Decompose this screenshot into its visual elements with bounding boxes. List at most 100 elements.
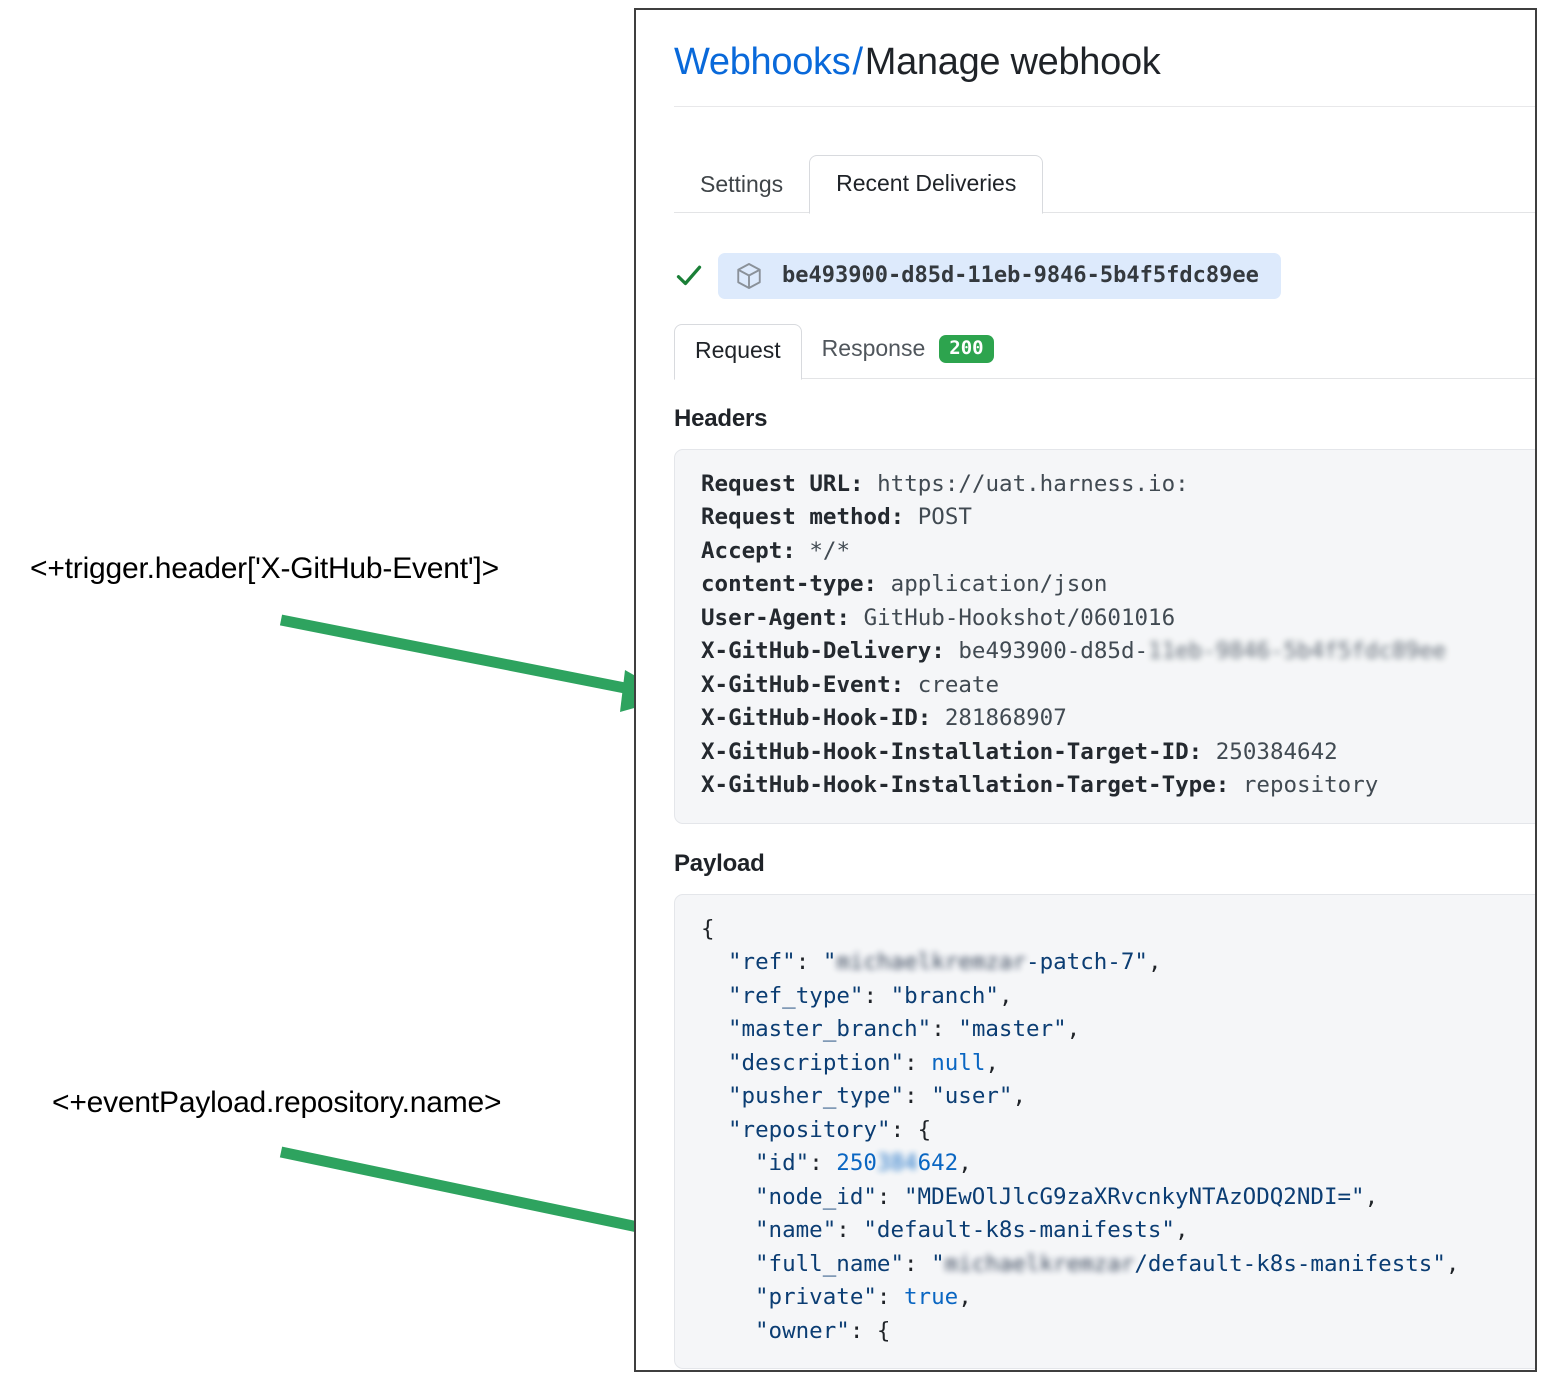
request-response-tablist: Request Response 200 xyxy=(674,321,1535,380)
headers-code-block: Request URL: https://uat.harness.io: Req… xyxy=(674,448,1535,824)
json-value: "user" xyxy=(931,1083,1013,1110)
json-line: "master_branch": "master", xyxy=(728,1016,1081,1043)
tab-response[interactable]: Response 200 xyxy=(802,321,1014,379)
json-line: "name": "default-k8s-manifests", xyxy=(755,1217,1189,1244)
json-key: "full_name" xyxy=(755,1250,905,1277)
breadcrumb-link-webhooks[interactable]: Webhooks xyxy=(674,41,851,83)
json-key: "repository" xyxy=(728,1116,891,1143)
json-key: "id" xyxy=(755,1150,810,1177)
header-key: content-type: xyxy=(701,571,878,598)
webhook-tablist: Settings Recent Deliveries xyxy=(674,151,1535,214)
payload-code-block: { "ref": "michaelkremzar-patch-7", "ref_… xyxy=(674,893,1535,1370)
json-key: "node_id" xyxy=(755,1183,877,1210)
json-comma: , xyxy=(1445,1250,1460,1277)
header-value: https://uat.harness.io: xyxy=(877,470,1189,497)
json-value-redacted: michaelkremzar xyxy=(836,949,1027,976)
header-key: X-GitHub-Hook-Installation-Target-ID: xyxy=(701,738,1203,765)
delivery-row[interactable]: be493900-d85d-11eb-9846-5b4f5fdc89ee xyxy=(674,252,1535,299)
json-line: "id": 250384642, xyxy=(755,1150,972,1177)
header-line: Accept: */* xyxy=(701,535,1535,569)
tab-settings[interactable]: Settings xyxy=(700,170,784,197)
json-comma: , xyxy=(985,1049,999,1076)
tab-request[interactable]: Request xyxy=(674,323,802,380)
header-line: Request URL: https://uat.harness.io: xyxy=(701,468,1535,502)
header-value: 250384642 xyxy=(1215,738,1338,765)
json-key: "ref" xyxy=(728,949,796,976)
delivery-id-pill[interactable]: be493900-d85d-11eb-9846-5b4f5fdc89ee xyxy=(718,252,1281,299)
header-value: application/json xyxy=(890,571,1108,598)
json-open-brace: { xyxy=(701,915,715,942)
json-line: "ref_type": "branch", xyxy=(728,982,1013,1009)
header-line: X-GitHub-Hook-ID: 281868907 xyxy=(701,702,1535,736)
json-value: { xyxy=(917,1116,932,1143)
json-comma: , xyxy=(998,982,1013,1009)
header-line: X-GitHub-Hook-Installation-Target-ID: 25… xyxy=(701,736,1535,770)
json-key: "master_branch" xyxy=(728,1016,932,1043)
header-value-visible: be493900-d85d- xyxy=(958,638,1149,665)
annotation-label-trigger-header: <+trigger.header['X-GitHub-Event']> xyxy=(30,552,499,585)
header-line: User-Agent: GitHub-Hookshot/0601016 xyxy=(701,602,1535,636)
arrow-to-x-github-event xyxy=(279,614,673,712)
json-value: null xyxy=(931,1049,986,1076)
json-key: "private" xyxy=(755,1284,877,1311)
header-line: Request method: POST xyxy=(701,501,1535,535)
json-value: "master" xyxy=(958,1016,1067,1043)
tab-recent-deliveries[interactable]: Recent Deliveries xyxy=(809,154,1044,214)
breadcrumb-current: Manage webhook xyxy=(864,41,1161,83)
header-value: POST xyxy=(917,504,972,531)
json-key: "name" xyxy=(755,1217,837,1244)
tab-request-label: Request xyxy=(695,336,781,363)
delivery-id-text: be493900-d85d-11eb-9846-5b4f5fdc89ee xyxy=(782,263,1259,289)
json-comma: , xyxy=(1364,1183,1379,1210)
page-title: Webhooks/Manage webhook xyxy=(674,10,1535,106)
title-divider xyxy=(674,105,1535,107)
header-key: X-GitHub-Event: xyxy=(701,671,905,698)
header-line: X-GitHub-Event: create xyxy=(701,669,1535,703)
json-line: "node_id": "MDEwOlJlcG9zaXRvcnkyNTAzODQ2… xyxy=(755,1183,1379,1210)
json-key: "pusher_type" xyxy=(728,1083,905,1110)
json-comma: , xyxy=(1147,949,1162,976)
annotation-label-event-payload: <+eventPayload.repository.name> xyxy=(52,1086,502,1119)
headers-heading: Headers xyxy=(674,404,768,432)
json-value: "branch" xyxy=(890,982,999,1009)
json-line: { xyxy=(701,913,1535,947)
header-line: X-GitHub-Delivery: be493900-d85d-11eb-98… xyxy=(701,635,1535,669)
json-value: { xyxy=(876,1317,891,1344)
json-line: "owner": { xyxy=(755,1317,891,1344)
json-line: "repository": { xyxy=(728,1116,932,1143)
payload-heading: Payload xyxy=(674,849,765,877)
json-value-prefix: " xyxy=(931,1250,945,1277)
header-key: X-GitHub-Hook-Installation-Target-Type: xyxy=(701,772,1230,799)
header-value: create xyxy=(917,671,1000,698)
json-line: "full_name": "michaelkremzar/default-k8s… xyxy=(755,1250,1460,1277)
webhook-settings-panel: Webhooks/Manage webhook Settings Recent … xyxy=(634,8,1537,1372)
json-value-redacted: michaelkremzar xyxy=(944,1250,1135,1277)
header-key: X-GitHub-Hook-ID: xyxy=(701,705,932,732)
cube-icon xyxy=(737,262,761,289)
json-value-redacted: 384 xyxy=(876,1150,918,1177)
json-value-prefix: " xyxy=(822,949,837,976)
json-value-suffix: /default-k8s-manifests" xyxy=(1134,1250,1446,1277)
json-line: "description": null, xyxy=(728,1049,999,1076)
header-key: Request URL: xyxy=(701,470,864,497)
json-comma: , xyxy=(958,1284,972,1311)
json-comma: , xyxy=(958,1150,972,1177)
header-key: User-Agent: xyxy=(701,604,851,631)
json-line: "private": true, xyxy=(755,1284,972,1311)
json-line: "ref": "michaelkremzar-patch-7", xyxy=(728,949,1162,976)
header-line: content-type: application/json xyxy=(701,568,1535,602)
json-value: true xyxy=(904,1284,959,1311)
json-value-tail: 642 xyxy=(917,1150,959,1177)
tab-response-label: Response xyxy=(821,335,926,362)
json-key: "owner" xyxy=(755,1317,850,1344)
header-value: */* xyxy=(809,537,851,564)
json-value: "default-k8s-manifests" xyxy=(863,1217,1175,1244)
json-value: "MDEwOlJlcG9zaXRvcnkyNTAzODQ2NDI=" xyxy=(904,1183,1365,1210)
json-value-visible: 250 xyxy=(836,1150,877,1177)
header-value: GitHub-Hookshot/0601016 xyxy=(863,604,1176,631)
json-key: "ref_type" xyxy=(728,982,864,1009)
json-comma: , xyxy=(1012,1083,1027,1110)
header-value: 281868907 xyxy=(944,705,1067,732)
json-comma: , xyxy=(1066,1016,1081,1043)
header-key: X-GitHub-Delivery: xyxy=(701,638,945,665)
